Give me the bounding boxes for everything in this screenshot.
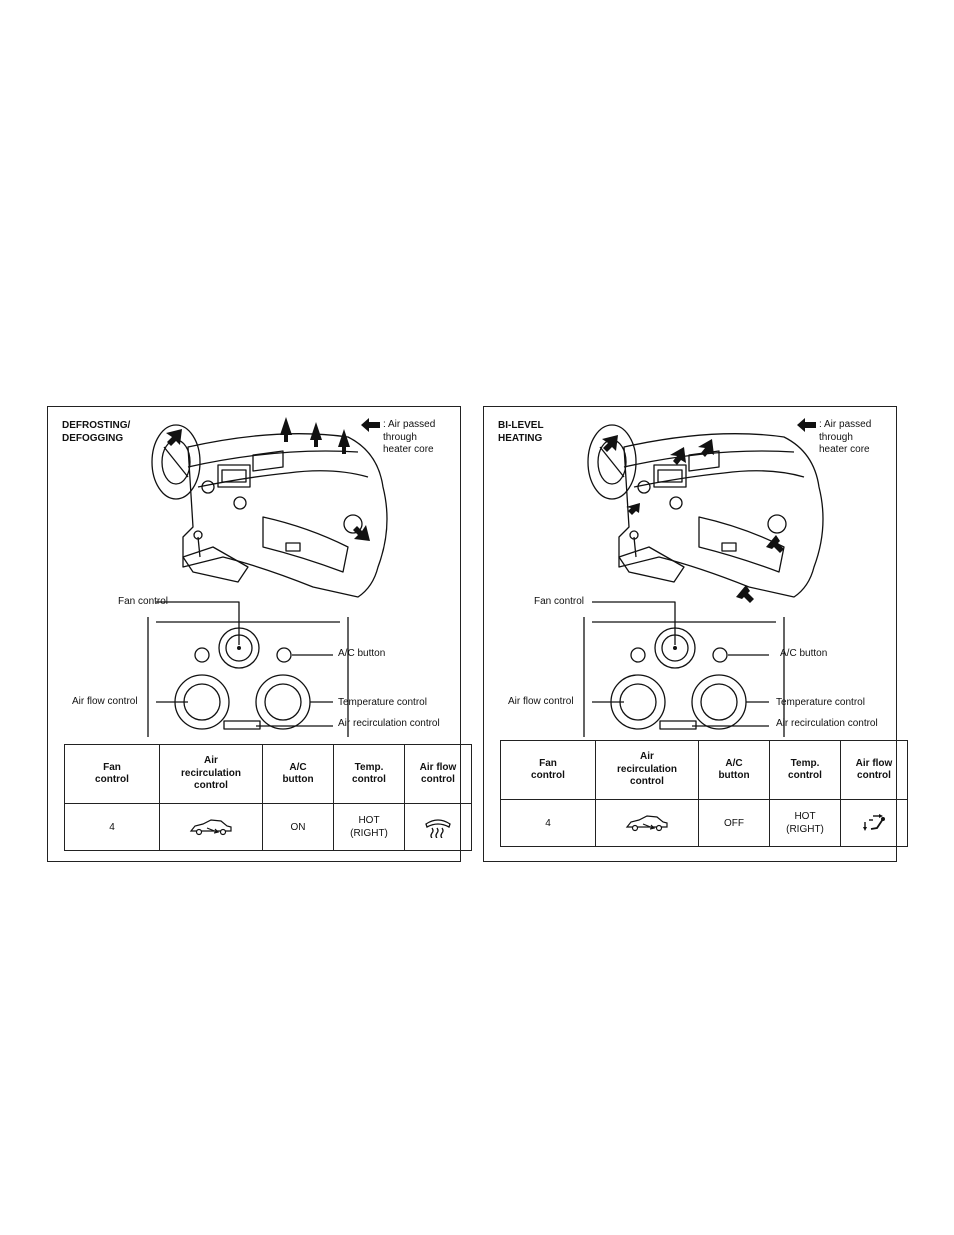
header-air-flow-control: Air flow control [840,740,908,800]
header-ac-button: A/C button [698,740,770,800]
air-flow-cell [840,799,908,847]
dashboard-illustration [583,424,824,737]
panel-title: BI-LEVEL HEATING [498,420,544,444]
fan-value: 4 [64,803,160,851]
air-flow-control-label: Air flow control [508,696,574,707]
table-header-row: Fan control Air recirculation control A/… [64,744,472,804]
ac-button-label: A/C button [780,648,828,659]
header-ac-button: A/C button [262,744,334,804]
settings-table: Fan control Air recirculation control A/… [64,744,472,851]
bi-level-heating-panel: BI-LEVEL HEATING : Air passed through he… [483,406,908,862]
recirculation-cell [595,799,699,847]
header-air-flow-control: Air flow control [404,744,472,804]
fan-control-label: Fan control [534,596,585,607]
header-fan-control: Fan control [64,744,160,804]
panel-title: DEFROSTING/ DEFOGGING [62,420,131,444]
air-flow-control-label: Air flow control [72,696,138,707]
dashboard-illustration [147,417,388,737]
recirculation-cell [159,803,263,851]
header-air-recirculation: Air recirculation control [595,740,699,800]
header-temp-control: Temp. control [769,740,841,800]
heated-air-arrow-icon [361,418,380,432]
ac-button-label: A/C button [338,648,386,659]
ac-value: ON [262,803,334,851]
air-recirculation-control-label: Air recirculation control [338,718,440,729]
outside-air-icon [189,819,232,836]
header-fan-control: Fan control [500,740,596,800]
legend-text: : Air passed through heater core [819,419,872,455]
table-row: 4 OFF HOT (RIGHT) [500,799,908,847]
table-row: 4 ON HOT (RIGHT) [64,803,472,851]
ac-value: OFF [698,799,770,847]
outside-air-icon [625,815,668,832]
temp-value: HOT (RIGHT) [333,803,405,851]
legend-text: : Air passed through heater core [383,419,436,455]
table-header-row: Fan control Air recirculation control A/… [500,740,908,800]
air-flow-cell [404,803,472,851]
air-recirculation-control-label: Air recirculation control [776,718,878,729]
temperature-control-label: Temperature control [776,697,865,708]
defrosting-panel: DEFROSTING/ DEFOGGING : Air passed throu… [47,406,472,862]
header-temp-control: Temp. control [333,744,405,804]
fan-control-label: Fan control [118,596,169,607]
settings-table: Fan control Air recirculation control A/… [500,740,908,847]
heated-air-arrow-icon [797,418,816,432]
defrost-icon [425,819,451,838]
bi-level-vent-icon [863,814,885,831]
header-air-recirculation: Air recirculation control [159,744,263,804]
fan-value: 4 [500,799,596,847]
temp-value: HOT (RIGHT) [769,799,841,847]
temperature-control-label: Temperature control [338,697,427,708]
